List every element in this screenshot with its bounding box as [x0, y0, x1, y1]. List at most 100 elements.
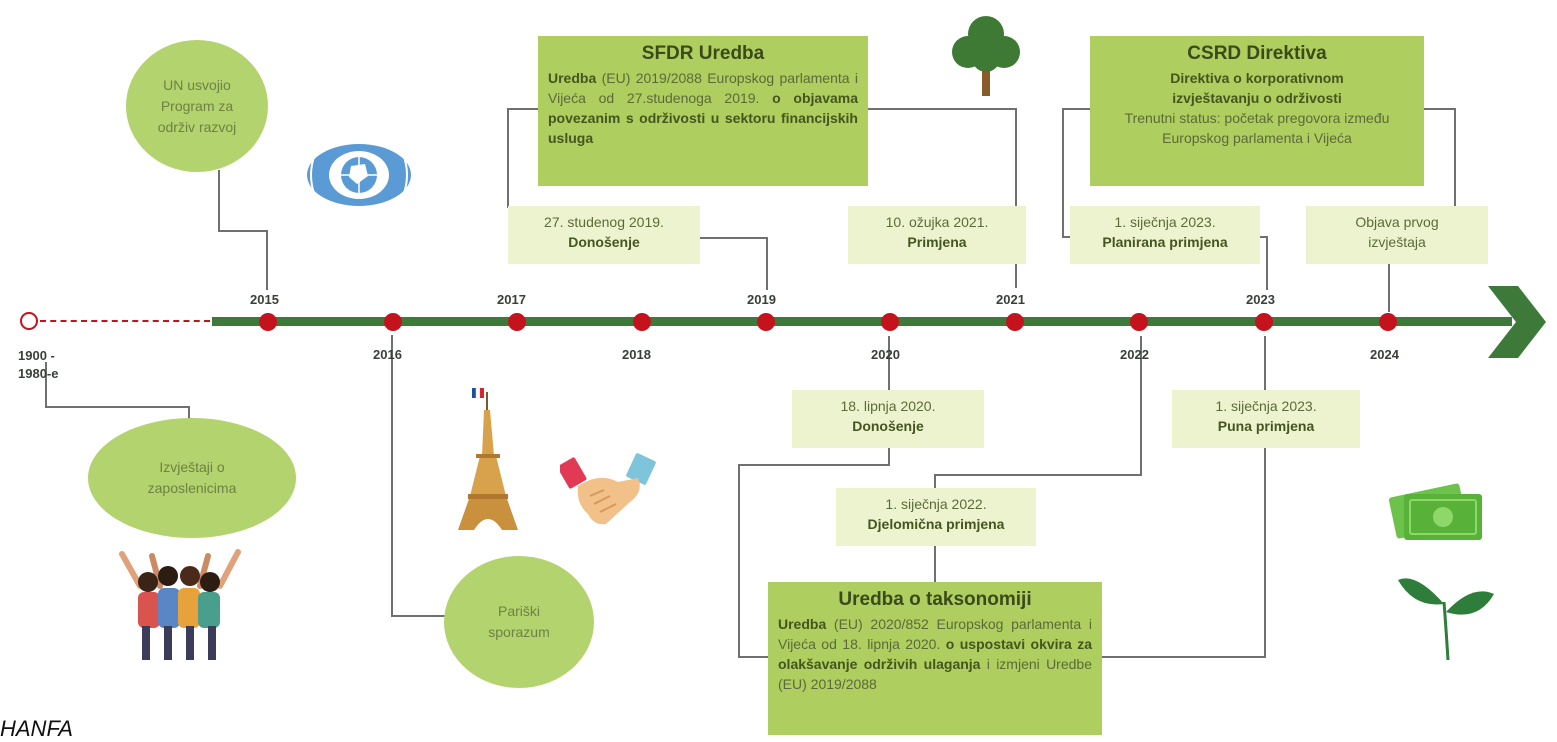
connector-line [45, 362, 47, 408]
un-program-text: UN usvojio Program za održiv razvoj [157, 76, 237, 135]
event-label: Djelomična primjena [867, 516, 1005, 533]
arrow-head-icon [1488, 286, 1546, 358]
taxonomy-box: Uredba o taksonomiji Uredba (EU) 2020/85… [768, 582, 1102, 735]
connector-line [391, 615, 446, 617]
connector-line [1264, 336, 1266, 658]
sprout-icon [1398, 578, 1494, 661]
taxonomy-body-bold: o uspostavi okvira za olakšavanje održiv… [778, 635, 1092, 673]
connector-line [1258, 236, 1268, 238]
event-date: 1. siječnja 2023. [1215, 398, 1317, 414]
connector-line [1454, 108, 1456, 208]
start-year-label: 1900 - 1980-e [18, 348, 59, 381]
year-dot-2018 [633, 313, 651, 331]
year-label-2018: 2018 [622, 347, 651, 362]
paris-agreement-oval: Pariški sporazum [444, 556, 594, 688]
connector-line [888, 336, 890, 390]
connector-line [1062, 108, 1064, 238]
event-date: 10. ožujka 2021. [885, 214, 989, 230]
event-date: Objava prvog [1355, 214, 1439, 230]
event-date: 18. lipnja 2020. [840, 398, 936, 414]
connector-line [218, 230, 268, 232]
start-marker [20, 312, 38, 330]
csrd-subtitle: Direktiva o korporativnom izvještavanju … [1170, 69, 1344, 106]
taxonomy-adoption-event: 18. lipnja 2020. Donošenje [792, 390, 984, 448]
taxonomy-body-lead: Uredba [778, 615, 827, 632]
employee-reports-text: Izvještaji o zaposlenicima [147, 459, 237, 496]
year-label-2020: 2020 [871, 347, 900, 362]
csrd-status: Trenutni status: početak pregovora izmeđ… [1124, 110, 1390, 147]
un-emblem-icon [307, 144, 411, 206]
paris-agreement-text: Pariški sporazum [488, 603, 550, 640]
year-label-2023: 2023 [1246, 292, 1275, 307]
year-label-2015: 2015 [250, 292, 279, 307]
event-date: 1. siječnja 2022. [885, 496, 987, 512]
connector-line [934, 546, 936, 582]
connector-line [1388, 262, 1390, 312]
sfdr-body-bold: o objavama povezanim s održivosti u sekt… [548, 89, 858, 147]
connector-line [218, 170, 220, 232]
year-label-2024: 2024 [1370, 347, 1399, 362]
source-label: HANFA [0, 716, 73, 741]
year-dot-2016 [384, 313, 402, 331]
year-dot-2017 [508, 313, 526, 331]
connector-line [1062, 108, 1092, 110]
money-icon [1388, 483, 1482, 540]
connector-line [1015, 260, 1017, 288]
taxonomy-body-tail: i izmjeni Uredbe (EU) 2019/2088 [778, 656, 1092, 693]
event-label: Donošenje [852, 418, 924, 435]
event-label: Puna primjena [1217, 418, 1315, 435]
connector-line [507, 108, 509, 208]
event-date: 27. studenog 2019. [544, 214, 664, 230]
connector-line [766, 237, 768, 290]
connector-line [934, 474, 1142, 476]
handshake-icon [560, 453, 656, 525]
year-label-2019: 2019 [747, 292, 776, 307]
year-dot-2022 [1130, 313, 1148, 331]
sfdr-adoption-event: 27. studenog 2019. Donošenje [508, 206, 700, 264]
event-label: izvještaja [1368, 234, 1426, 251]
timeline-axis [212, 317, 1512, 326]
year-label-2016: 2016 [373, 347, 402, 362]
connector-line [1424, 108, 1456, 110]
connector-line [1015, 108, 1017, 208]
employee-reports-oval: Izvještaji o zaposlenicima [88, 418, 296, 538]
connector-line [738, 464, 740, 658]
csrd-first-report-event: Objava prvog izvještaja [1306, 206, 1488, 264]
un-program-oval: UN usvojio Program za održiv razvoj [126, 40, 268, 172]
connector-line [866, 108, 1016, 110]
eiffel-tower-icon [458, 387, 518, 530]
connector-line [700, 237, 768, 239]
event-label: Donošenje [568, 234, 640, 251]
taxonomy-full-event: 1. siječnja 2023. Puna primjena [1172, 390, 1360, 448]
event-label: Primjena [907, 234, 967, 251]
csrd-title: CSRD Direktiva [1187, 43, 1327, 64]
connector-line [738, 464, 890, 466]
connector-line [507, 108, 540, 110]
sfdr-body-lead: Uredba [548, 69, 597, 86]
csrd-planned-event: 1. siječnja 2023. Planirana primjena [1070, 206, 1260, 264]
year-label-2021: 2021 [996, 292, 1025, 307]
people-group-icon [119, 549, 241, 660]
year-label-2017: 2017 [497, 292, 526, 307]
connector-line [934, 474, 936, 488]
year-label-2022: 2022 [1120, 347, 1149, 362]
year-dot-2019 [757, 313, 775, 331]
connector-line [1266, 236, 1268, 290]
connector-line [1062, 236, 1072, 238]
connector-line [266, 230, 268, 290]
year-dot-2023 [1255, 313, 1273, 331]
dashed-lead-line [40, 320, 210, 322]
connector-line [888, 446, 890, 466]
year-dot-2015 [259, 313, 277, 331]
event-label: Planirana primjena [1102, 234, 1228, 251]
connector-line [45, 406, 190, 408]
year-dot-2020 [881, 313, 899, 331]
csrd-box: CSRD Direktiva Direktiva o korporativnom… [1090, 36, 1424, 186]
connector-line [391, 335, 393, 617]
connector-line [1140, 336, 1142, 476]
event-date: 1. siječnja 2023. [1114, 214, 1216, 230]
taxonomy-body-text: (EU) 2020/852 Europskog parlamenta i Vij… [778, 615, 1092, 652]
tree-icon [952, 16, 1020, 96]
connector-line [1102, 656, 1266, 658]
taxonomy-title: Uredba o taksonomiji [838, 589, 1032, 610]
